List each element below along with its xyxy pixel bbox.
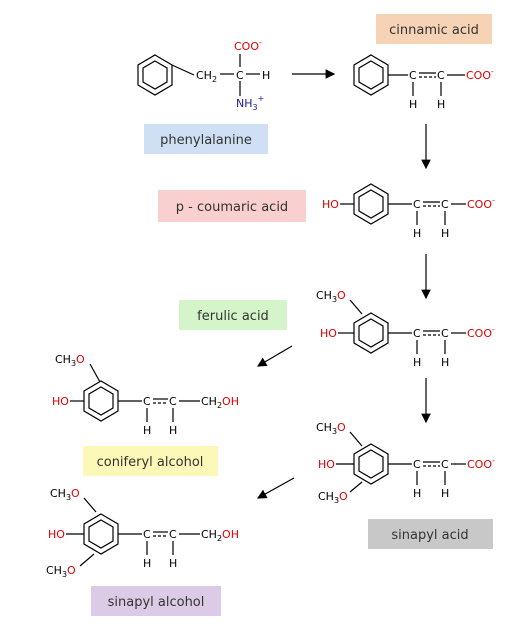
bond xyxy=(349,431,363,447)
carboxylate: COO- xyxy=(466,67,494,82)
methoxy-group: CH3O xyxy=(50,487,80,502)
label-ferulic-acid: ferulic acid xyxy=(179,300,287,330)
label-box xyxy=(144,124,268,154)
benzene-inner-ring xyxy=(142,60,168,90)
carboxylate: COO- xyxy=(467,325,495,340)
structure-sinapyl-acid: CH3O HO CH3O C C COO- H H xyxy=(316,421,495,505)
hydrogen: H xyxy=(441,487,449,500)
methoxy-group: CH3O xyxy=(318,490,348,505)
methoxy-group: CH3O xyxy=(55,353,85,368)
carboxylate: COO- xyxy=(234,38,262,53)
hydrogen: H xyxy=(143,557,151,570)
bond xyxy=(79,553,95,567)
ch2-group: CH2 xyxy=(196,69,217,84)
label-text: coniferyl alcohol xyxy=(97,455,204,470)
carbon: C xyxy=(143,528,151,541)
benzene-ring xyxy=(353,54,389,96)
carbon: C xyxy=(143,395,151,408)
benzene-inner-ring xyxy=(358,449,384,479)
carbon: C xyxy=(437,69,445,82)
label-sinapyl-acid: sinapyl acid xyxy=(368,519,493,549)
benzene-ring xyxy=(353,443,389,485)
arrow-sin-to-sal xyxy=(256,477,295,499)
carboxylate: COO- xyxy=(467,456,495,471)
structure-p-coumaric-acid: HO C C COO- H H xyxy=(322,183,495,240)
carbon: C xyxy=(413,458,421,471)
label-box xyxy=(179,300,287,330)
ch2oh-group: CH2OH xyxy=(201,395,239,410)
hydrogen: H xyxy=(169,424,177,437)
hydrogen: H xyxy=(441,227,449,240)
label-box xyxy=(158,190,306,222)
label-p-coumaric-acid: p - coumaric acid xyxy=(158,190,306,222)
carbon: C xyxy=(441,327,449,340)
methoxy-group: CH3O xyxy=(316,421,346,436)
benzene-ring xyxy=(83,513,119,555)
structure-cinnamic-acid: C C COO- H H xyxy=(353,54,494,111)
hydrogen: H xyxy=(441,356,449,369)
hydrogen: H xyxy=(409,98,417,111)
hydroxyl: HO xyxy=(322,198,339,211)
label-phenylalanine: phenylalanine xyxy=(144,124,268,154)
hydrogen: H xyxy=(437,98,445,111)
label-text: sinapyl alcohol xyxy=(108,595,205,610)
carbon: C xyxy=(413,198,421,211)
hydroxyl: HO xyxy=(52,395,69,408)
hydrogen: H xyxy=(262,69,270,82)
label-cinnamic-acid: cinnamic acid xyxy=(376,14,492,44)
label-text: sinapyl acid xyxy=(391,528,468,543)
benzene-ring xyxy=(353,183,389,225)
carboxylate: COO- xyxy=(467,196,495,211)
benzene-ring xyxy=(353,312,389,354)
label-text: cinnamic acid xyxy=(389,23,479,38)
carbon: C xyxy=(169,528,177,541)
hydroxyl: HO xyxy=(318,458,335,471)
benzene-inner-ring xyxy=(88,386,114,416)
hydrogen: H xyxy=(413,487,421,500)
label-box xyxy=(91,586,221,616)
label-text: ferulic acid xyxy=(197,309,269,324)
alpha-carbon: C xyxy=(236,69,244,82)
structure-coniferyl-alcohol: CH3O HO C C CH2OH H H xyxy=(52,353,239,437)
label-box xyxy=(368,519,493,549)
arrow-fer-to-con xyxy=(256,345,293,367)
hydroxyl: HO xyxy=(48,528,65,541)
hydrogen: H xyxy=(413,356,421,369)
amino-group: NH3+ xyxy=(236,94,264,112)
structure-phenylalanine: CH2 C H COO- NH3+ xyxy=(137,38,270,112)
hydrogen: H xyxy=(169,557,177,570)
benzene-ring xyxy=(83,380,119,422)
methoxy-group: CH3O xyxy=(316,289,346,304)
methoxy-group: CH3O xyxy=(46,564,76,579)
carbon: C xyxy=(169,395,177,408)
bond xyxy=(349,299,363,315)
label-sinapyl-alcohol: sinapyl alcohol xyxy=(91,586,221,616)
hydroxyl: HO xyxy=(320,327,337,340)
bond xyxy=(89,363,101,383)
benzene-inner-ring xyxy=(358,318,384,348)
label-coniferyl-alcohol: coniferyl alcohol xyxy=(83,446,218,476)
structure-sinapyl-alcohol: CH3O HO CH3O C C CH2OH H H xyxy=(46,487,239,579)
carbon: C xyxy=(441,458,449,471)
hydrogen: H xyxy=(143,424,151,437)
benzene-inner-ring xyxy=(358,189,384,219)
bond xyxy=(349,481,363,493)
carbon: C xyxy=(409,69,417,82)
label-text: p - coumaric acid xyxy=(176,200,288,215)
bond xyxy=(83,497,97,513)
benzene-inner-ring xyxy=(88,519,114,549)
carbon: C xyxy=(413,327,421,340)
label-box xyxy=(83,446,218,476)
benzene-inner-ring xyxy=(358,60,384,90)
label-box xyxy=(376,14,492,44)
ch2oh-group: CH2OH xyxy=(201,528,239,543)
bond xyxy=(171,64,195,76)
hydrogen: H xyxy=(413,227,421,240)
label-text: phenylalanine xyxy=(160,133,252,148)
structure-ferulic-acid: CH3O HO C C COO- H H xyxy=(316,289,495,369)
carbon: C xyxy=(441,198,449,211)
